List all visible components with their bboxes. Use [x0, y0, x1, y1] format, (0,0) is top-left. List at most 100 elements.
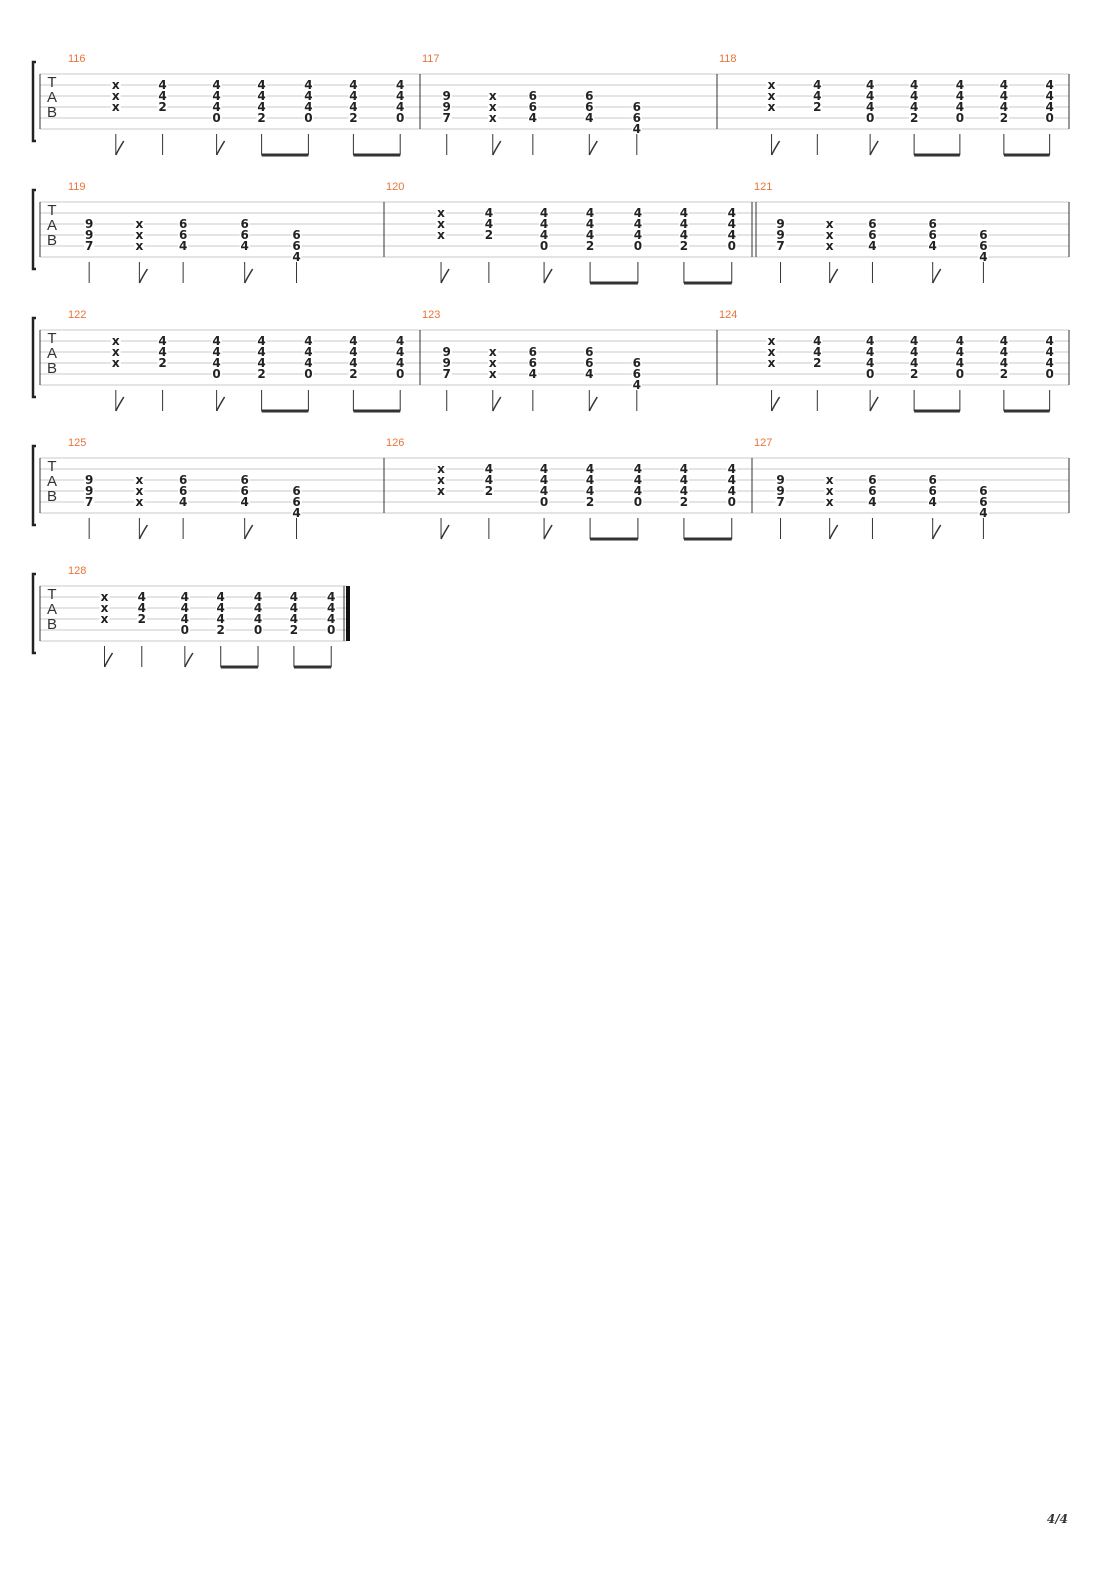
fret-bg: [348, 346, 359, 358]
fret-bg: [527, 368, 538, 380]
fret-number: 4: [181, 590, 189, 604]
fret-number: 9: [776, 473, 784, 487]
fret-bg: [136, 591, 147, 603]
fret-bg: [211, 112, 222, 124]
fret-bg: [348, 101, 359, 113]
fret-number: 4: [956, 334, 964, 348]
fret-number: 4: [1045, 334, 1053, 348]
fret-bg: [909, 357, 920, 369]
fret-bg: [867, 485, 878, 497]
fret-bg: [632, 218, 643, 230]
fret-bg: [998, 112, 1009, 124]
fret-number: x: [112, 334, 120, 348]
fret-bg: [84, 485, 95, 497]
fret-number: 0: [396, 367, 404, 381]
fret-number: 6: [292, 239, 300, 253]
fret-bg: [136, 602, 147, 614]
fret-number: 4: [956, 78, 964, 92]
fret-number: x: [437, 473, 445, 487]
fret-number: 4: [634, 462, 642, 476]
fret-number: 0: [540, 239, 548, 253]
fret-bg: [584, 112, 595, 124]
fret-bg: [812, 79, 823, 91]
fret-bg: [326, 591, 337, 603]
fret-bg: [291, 240, 302, 252]
fret-number: 6: [529, 100, 537, 114]
measure-number: 117: [422, 53, 440, 65]
fret-bg: [585, 218, 596, 230]
fret-number: 4: [529, 367, 537, 381]
fret-bg: [539, 207, 550, 219]
fret-number: 4: [212, 78, 220, 92]
fret-number: 4: [327, 612, 335, 626]
fret-number: x: [826, 228, 834, 242]
fret-bg: [256, 346, 267, 358]
fret-number: 6: [292, 484, 300, 498]
fret-bg: [867, 240, 878, 252]
fret-number: x: [112, 89, 120, 103]
tab-clef-letter: A: [47, 89, 57, 106]
fret-bg: [726, 218, 737, 230]
fret-bg: [136, 613, 147, 625]
fret-number: x: [437, 462, 445, 476]
fret-bg: [291, 496, 302, 508]
fret-number: 9: [443, 356, 451, 370]
fret-number: 4: [485, 206, 493, 220]
fret-bg: [483, 474, 494, 486]
fret-bg: [157, 357, 168, 369]
eighth-flag: [492, 140, 502, 156]
fret-bg: [84, 229, 95, 241]
fret-bg: [766, 101, 777, 113]
fret-bg: [766, 357, 777, 369]
fret-number: 4: [158, 345, 166, 359]
fret-bg: [865, 357, 876, 369]
measure-number: 119: [68, 181, 86, 193]
fret-number: 9: [776, 228, 784, 242]
fret-bg: [157, 335, 168, 347]
fret-number: 4: [257, 78, 265, 92]
fret-number: 4: [254, 590, 262, 604]
fret-bg: [812, 357, 823, 369]
fret-number: 0: [1045, 111, 1053, 125]
fret-bg: [215, 602, 226, 614]
fret-bg: [631, 101, 642, 113]
fret-bg: [927, 240, 938, 252]
fret-number: 6: [633, 111, 641, 125]
fret-number: 4: [304, 78, 312, 92]
fret-bg: [632, 496, 643, 508]
fret-number: x: [826, 473, 834, 487]
fret-number: 9: [443, 89, 451, 103]
staff-system: TAB122xxx44244404442444044424440123997xx…: [31, 309, 1070, 413]
fret-bg: [678, 463, 689, 475]
fret-bg: [978, 240, 989, 252]
fret-bg: [395, 101, 406, 113]
fret-number: 0: [866, 367, 874, 381]
fret-bg: [395, 335, 406, 347]
fret-bg: [632, 229, 643, 241]
system-bracket: [31, 444, 36, 527]
fret-bg: [865, 368, 876, 380]
fret-number: 4: [956, 89, 964, 103]
fret-number: 4: [396, 356, 404, 370]
fret-bg: [211, 101, 222, 113]
fret-bg: [348, 357, 359, 369]
fret-bg: [253, 624, 264, 636]
fret-bg: [110, 90, 121, 102]
fret-number: 0: [212, 367, 220, 381]
fret-number: 4: [212, 100, 220, 114]
fret-bg: [395, 79, 406, 91]
fret-number: 9: [85, 217, 93, 231]
fret-number: 6: [585, 356, 593, 370]
fret-number: 4: [586, 484, 594, 498]
fret-number: 4: [586, 206, 594, 220]
fret-number: 2: [290, 623, 298, 637]
fret-number: x: [437, 228, 445, 242]
fret-number: 4: [910, 345, 918, 359]
fret-bg: [99, 613, 110, 625]
fret-number: 4: [813, 89, 821, 103]
fret-number: 0: [212, 111, 220, 125]
fret-bg: [441, 112, 452, 124]
fret-number: 6: [241, 228, 249, 242]
fret-number: 4: [1000, 334, 1008, 348]
fret-bg: [998, 335, 1009, 347]
